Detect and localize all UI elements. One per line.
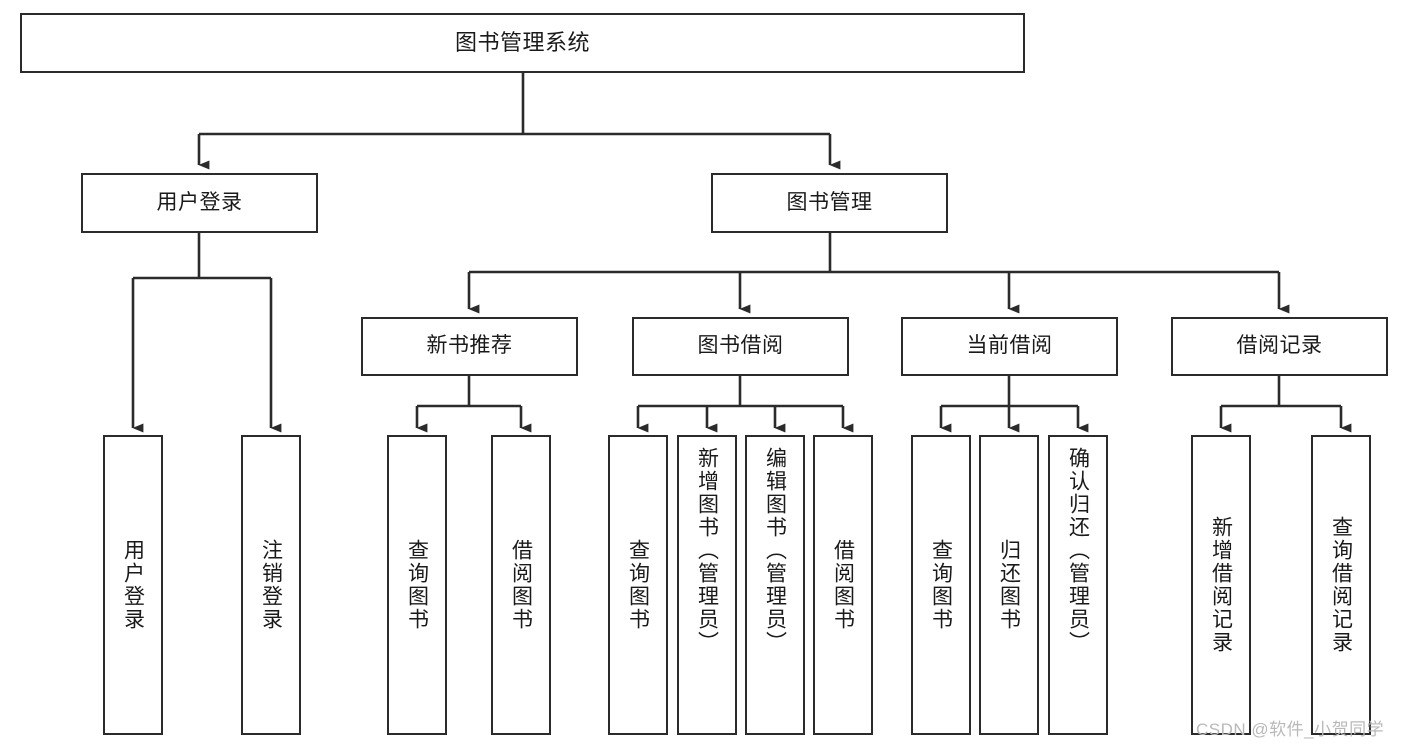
node-label: 编辑图书（管理员） [763,447,787,654]
node-label: 注销登录 [259,539,283,631]
node-label: 查询图书 [626,539,650,631]
node-label: 借阅图书 [831,539,855,631]
node-label: 图书管理系统 [454,30,590,56]
node-user-login[interactable]: 用户登录 [81,173,318,233]
node-label: 确认归还（管理员） [1066,447,1090,654]
node-new-book-recommend[interactable]: 新书推荐 [361,317,578,376]
node-label: 新书推荐 [426,334,513,358]
node-label: 用户登录 [121,539,145,631]
node-leaf-add-record[interactable]: 新增借阅记录 [1191,435,1251,735]
node-leaf-edit-book[interactable]: 编辑图书（管理员） [745,435,805,735]
node-label: 新增借阅记录 [1209,516,1233,654]
node-label: 借阅图书 [509,539,533,631]
node-label: 用户登录 [156,190,243,214]
node-leaf-confirm-return[interactable]: 确认归还（管理员） [1048,435,1108,735]
node-leaf-query-book-3[interactable]: 查询图书 [911,435,971,735]
node-book-management[interactable]: 图书管理 [711,173,948,233]
node-leaf-query-book-1[interactable]: 查询图书 [387,435,447,735]
node-label: 查询借阅记录 [1329,516,1353,654]
node-label: 图书管理 [786,190,873,214]
node-label: 当前借阅 [966,334,1053,358]
node-leaf-borrow-book-2[interactable]: 借阅图书 [813,435,873,735]
node-leaf-return-book[interactable]: 归还图书 [979,435,1039,735]
node-root-system[interactable]: 图书管理系统 [20,13,1025,73]
node-label: 图书借阅 [697,334,784,358]
node-leaf-user-login[interactable]: 用户登录 [103,435,163,735]
node-label: 借阅记录 [1236,334,1323,358]
node-leaf-borrow-book-1[interactable]: 借阅图书 [491,435,551,735]
node-leaf-query-book-2[interactable]: 查询图书 [608,435,668,735]
node-current-borrow[interactable]: 当前借阅 [901,317,1118,376]
node-label: 查询图书 [405,539,429,631]
node-label: 归还图书 [997,539,1021,631]
node-leaf-add-book[interactable]: 新增图书（管理员） [677,435,737,735]
node-leaf-query-record[interactable]: 查询借阅记录 [1311,435,1371,735]
node-label: 查询图书 [929,539,953,631]
node-book-borrow[interactable]: 图书借阅 [632,317,849,376]
node-label: 新增图书（管理员） [695,447,719,654]
node-borrow-record[interactable]: 借阅记录 [1171,317,1388,376]
node-leaf-user-logout[interactable]: 注销登录 [241,435,301,735]
